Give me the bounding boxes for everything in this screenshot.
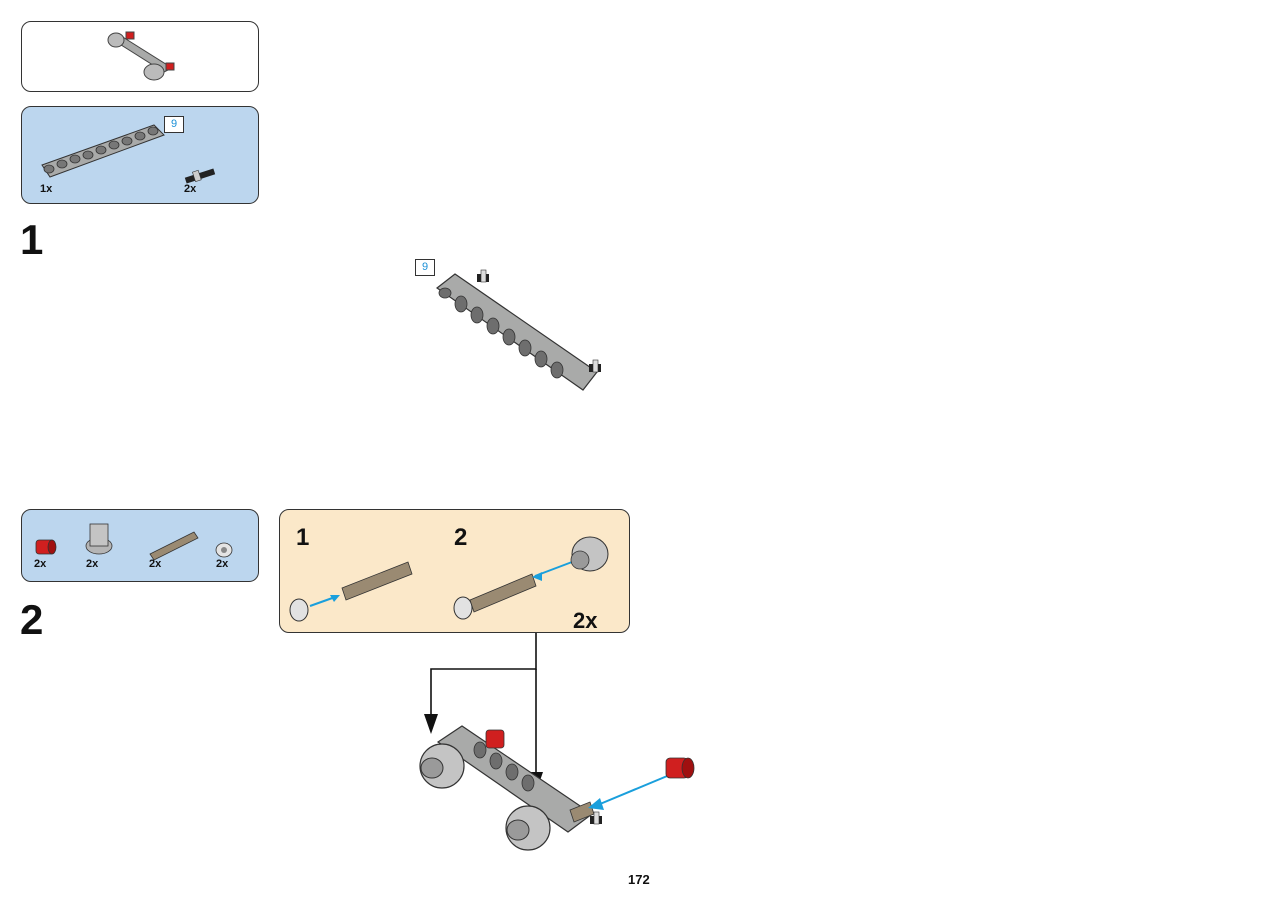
red-bush-image bbox=[35, 539, 57, 555]
light-bush-quantity: 2x bbox=[216, 558, 229, 570]
page-number: 172 bbox=[628, 872, 650, 887]
pin-quantity: 2x bbox=[184, 183, 197, 195]
preview-model-image bbox=[107, 31, 175, 81]
tan-axle-quantity: 2x bbox=[149, 558, 162, 570]
liftarm-quantity: 1x bbox=[40, 183, 53, 195]
liftarm-part-image bbox=[41, 124, 216, 184]
tan-axle-image bbox=[149, 531, 199, 561]
light-bush-image bbox=[215, 542, 233, 558]
grey-connector-image bbox=[85, 523, 113, 555]
assembly-preview-box bbox=[21, 21, 259, 92]
substep2-number: 2 bbox=[454, 524, 468, 551]
step2-parts-list: 2x 2x 2x 2x bbox=[21, 509, 259, 582]
step2-assembly-image bbox=[419, 633, 695, 851]
step1-number: 1 bbox=[20, 216, 44, 263]
step2-parts-images bbox=[35, 523, 233, 561]
grey-connector-quantity: 2x bbox=[86, 558, 99, 570]
step1-parts-list: 9 1x 2x bbox=[21, 106, 259, 204]
substep1-number: 1 bbox=[296, 524, 310, 551]
substep-multiplier: 2x bbox=[573, 608, 598, 633]
sub-assembly-box: 1 2 2x bbox=[279, 509, 630, 633]
step1-model-image bbox=[435, 269, 601, 391]
step2-number: 2 bbox=[20, 596, 44, 643]
substep-illustrations bbox=[289, 536, 609, 622]
model-length-badge: 9 bbox=[415, 259, 435, 276]
liftarm-length-badge: 9 bbox=[164, 116, 184, 133]
red-bush-quantity: 2x bbox=[34, 558, 47, 570]
pin-part-image bbox=[184, 168, 216, 184]
